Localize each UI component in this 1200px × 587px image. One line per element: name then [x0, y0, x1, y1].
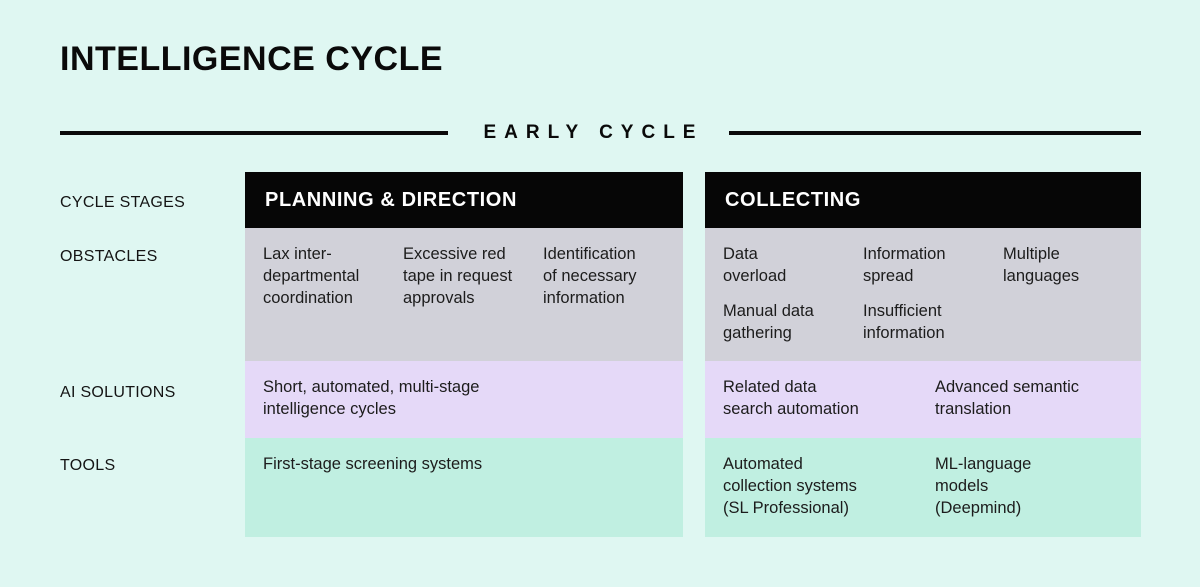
obstacle-item: Insufficient information — [863, 302, 945, 342]
obstacles-cell-collecting: Data overload Information spread Multipl… — [705, 228, 1141, 361]
tool-item: First-stage screening systems — [263, 455, 483, 473]
ai-solutions-cell-planning: Short, automated, multi-stage intelligen… — [245, 361, 683, 438]
divider-line-right — [729, 131, 1141, 135]
page-title: INTELLIGENCE CYCLE — [60, 40, 444, 78]
row-label-cycle-stages: CYCLE STAGES — [60, 194, 186, 211]
obstacles-cell-planning: Lax inter- departmental coordination Exc… — [245, 228, 683, 361]
tool-item: Automated collection systems (SL Profess… — [723, 455, 857, 517]
tool-item: ML-language models (Deepmind) — [935, 455, 1032, 517]
column-header-collecting: COLLECTING — [705, 172, 1141, 228]
obstacle-item: Multiple languages — [1003, 245, 1080, 285]
divider-line-left — [60, 131, 448, 135]
tools-cell-planning: First-stage screening systems — [245, 438, 683, 537]
obstacle-item: Excessive red tape in request approvals — [403, 245, 513, 307]
obstacle-item: Data overload — [723, 245, 787, 285]
phase-label: EARLY CYCLE — [483, 122, 704, 143]
ai-solutions-cell-collecting: Related data search automation Advanced … — [705, 361, 1141, 438]
ai-solution-item: Advanced semantic translation — [935, 378, 1079, 418]
ai-solution-item: Short, automated, multi-stage intelligen… — [263, 378, 480, 418]
obstacle-item: Identification of necessary information — [543, 245, 637, 307]
row-label-obstacles: OBSTACLES — [60, 248, 158, 265]
ai-solution-item: Related data search automation — [723, 378, 859, 418]
tools-cell-collecting: Automated collection systems (SL Profess… — [705, 438, 1141, 537]
obstacle-item: Lax inter- departmental coordination — [263, 245, 360, 307]
row-label-ai-solutions: AI SOLUTIONS — [60, 384, 176, 401]
column-planning-direction: PLANNING & DIRECTION Lax inter- departme… — [245, 172, 683, 537]
column-collecting: COLLECTING Data overload Information spr… — [705, 172, 1141, 537]
obstacle-item: Information spread — [863, 245, 946, 285]
obstacle-item: Manual data gathering — [723, 302, 814, 342]
column-header-planning-direction: PLANNING & DIRECTION — [245, 172, 683, 228]
row-label-tools: TOOLS — [60, 457, 116, 474]
